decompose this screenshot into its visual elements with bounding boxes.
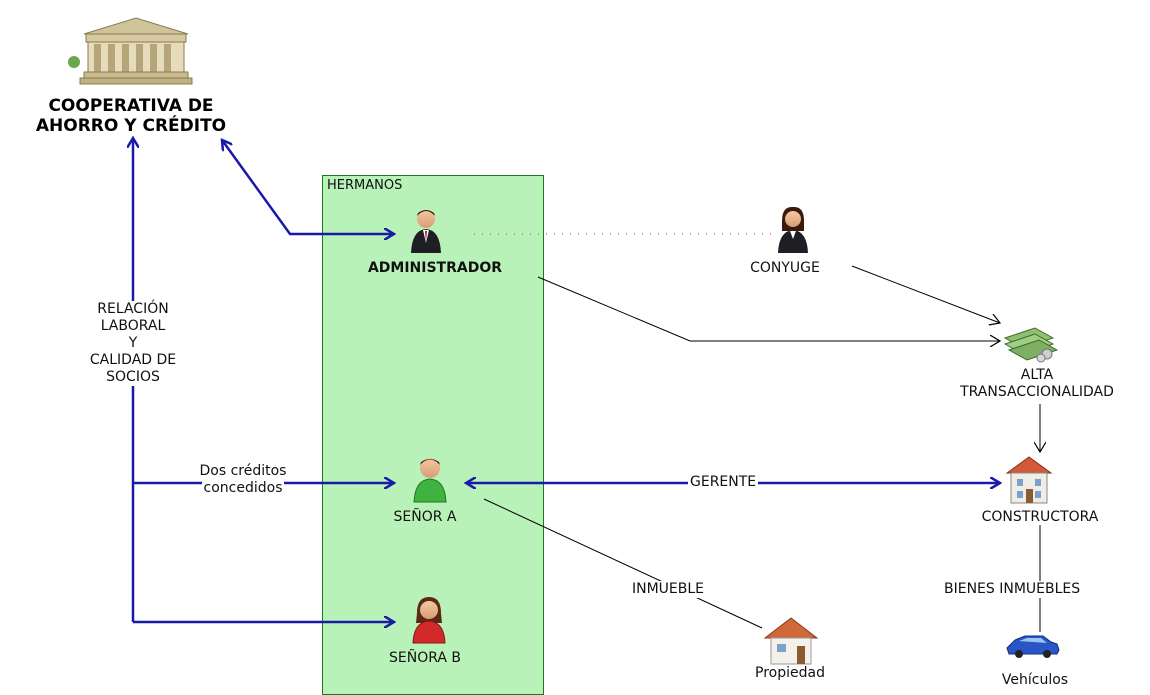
relacion-line2: LABORAL xyxy=(98,318,168,335)
creditos-label: Dos créditos concedidos xyxy=(178,463,308,497)
relacion-line5: SOCIOS xyxy=(104,369,162,386)
alta-line2: TRANSACCIONALIDAD xyxy=(960,384,1114,400)
propiedad-label: Propiedad xyxy=(755,665,825,681)
house-icon xyxy=(763,617,819,665)
relacion-laboral-label: RELACIÓN LABORAL Y CALIDAD DE SOCIOS xyxy=(68,301,198,386)
businessman-icon xyxy=(411,210,441,253)
person-green-icon xyxy=(413,458,447,503)
edge-conyuge-alta xyxy=(851,265,1000,323)
bienes-inmuebles-label: BIENES INMUEBLES xyxy=(942,581,1083,598)
relacion-line1: RELACIÓN xyxy=(95,301,171,318)
creditos-line1: Dos créditos xyxy=(197,463,289,480)
cooperative-title-line2: AHORRO Y CRÉDITO xyxy=(35,116,227,136)
administrador-label: ADMINISTRADOR xyxy=(367,260,503,276)
bank-building-icon xyxy=(68,17,193,85)
senor-a-label: SEÑOR A xyxy=(393,509,457,525)
edge-senor-a-propiedad xyxy=(483,498,763,629)
businesswoman-icon xyxy=(778,206,808,253)
vehiculos-label: Vehículos xyxy=(1001,672,1069,688)
alta-transaccionalidad-label: ALTA TRANSACCIONALIDAD xyxy=(930,367,1144,401)
inmueble-label: INMUEBLE xyxy=(630,581,707,598)
cooperative-title: COOPERATIVA DE AHORRO Y CRÉDITO xyxy=(0,96,262,136)
constructora-label: CONSTRUCTORA xyxy=(981,509,1099,525)
cooperative-title-line1: COOPERATIVA DE xyxy=(48,96,214,116)
conyuge-label: CONYUGE xyxy=(750,260,820,276)
blue-edges xyxy=(133,138,1000,622)
relacion-line3: Y xyxy=(126,335,140,352)
edge-administrador xyxy=(222,140,394,234)
edge-admin-alta xyxy=(537,276,1000,341)
alta-line1: ALTA xyxy=(1020,367,1054,383)
car-icon xyxy=(1006,635,1060,658)
money-stack-icon xyxy=(1003,327,1059,363)
gerente-label: GERENTE xyxy=(688,474,759,491)
senora-b-label: SEÑORA B xyxy=(388,650,462,666)
creditos-line2: concedidos xyxy=(201,480,285,497)
woman-red-icon xyxy=(412,597,446,644)
relacion-line4: CALIDAD DE xyxy=(87,352,179,369)
building-icon xyxy=(1005,456,1053,504)
black-edges xyxy=(483,265,1040,632)
